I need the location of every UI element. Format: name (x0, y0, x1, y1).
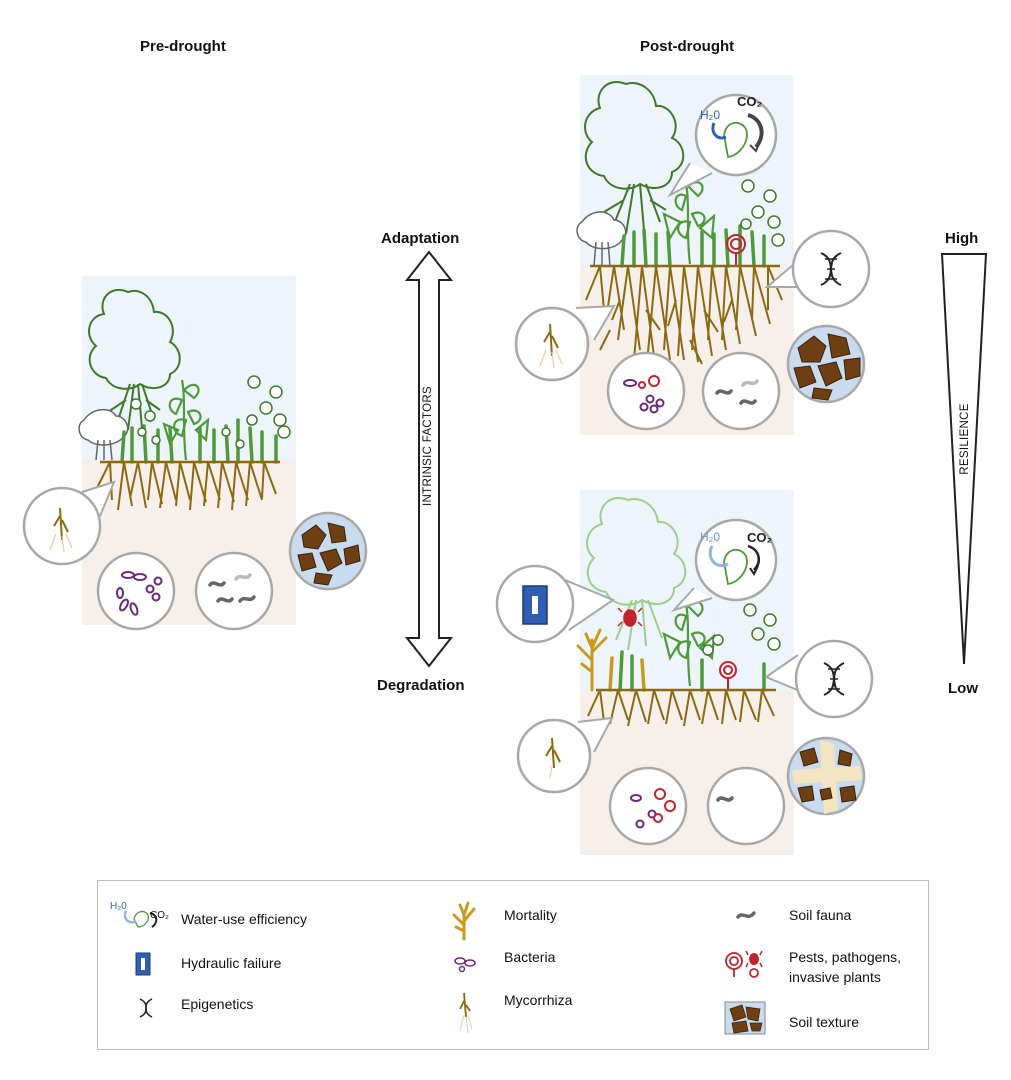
worm-icon (715, 379, 759, 405)
flowers-icon (130, 375, 291, 449)
post-bottom-hydraulic-bubble (495, 564, 616, 644)
legend-label-mycorrhiza: Mycorrhiza (504, 992, 573, 1008)
dead-tree-icon (452, 901, 476, 941)
dna-icon (820, 252, 842, 286)
post-top-dna-bubble (764, 229, 871, 309)
invasive-plant-icon (719, 661, 737, 690)
legend-label-mortality: Mortality (504, 907, 557, 923)
pest-icon (638, 375, 660, 389)
legend-co2-text: CO₂ (150, 910, 169, 921)
post-bottom-wue-bubble (670, 518, 778, 613)
soil-texture-icon (297, 522, 361, 586)
tall-tree-icon (584, 81, 685, 235)
post-bottom-mycorrhiza-bubble (516, 716, 614, 794)
post-bottom-dna-bubble (763, 639, 874, 719)
roots (587, 688, 776, 727)
roots (95, 460, 280, 511)
bacteria-icon (623, 379, 665, 414)
post-top-mycorrhiza-bubble (514, 304, 616, 382)
flowers-icon (740, 179, 785, 247)
legend-label-soil-fauna: Soil fauna (789, 907, 852, 923)
pre-bacteria-bubble (96, 551, 176, 631)
post-drought-heading: Post-drought (640, 38, 735, 55)
mycorrhiza-icon (539, 323, 563, 369)
post-top-soil-fauna-bubble (701, 351, 781, 431)
degradation-label: Degradation (377, 677, 465, 694)
post-bottom-soil-fauna-bubble (706, 766, 786, 846)
pest-icon (725, 950, 763, 978)
flowers-icon (702, 603, 781, 656)
legend-label-epigenetics: Epigenetics (181, 996, 254, 1012)
dead-tree-icon (576, 628, 608, 692)
post-top-wue-bubble (667, 93, 778, 198)
worm-icon (716, 796, 734, 802)
post-bottom-h2o-label: H₂0 (700, 530, 720, 544)
pre-soil-fauna-bubble (194, 551, 274, 631)
leafy-plant-icon (662, 601, 716, 687)
legend-label-bacteria: Bacteria (504, 949, 556, 965)
pest-icon (617, 607, 643, 627)
post-top-h2o-label: H₂0 (700, 108, 720, 122)
post-bottom-soil-texture-bubble (786, 736, 866, 816)
adaptation-label: Adaptation (381, 230, 460, 247)
pest-icon (726, 234, 746, 266)
dry-grass-blades (608, 656, 646, 692)
soil-texture-icon (797, 747, 857, 803)
pest-icon (653, 788, 676, 823)
legend-label-pests: Pests, pathogens, (789, 949, 902, 965)
post-bottom-bacteria-bubble (608, 766, 688, 846)
resilience-wedge (940, 253, 988, 665)
post-top-co2-label: CO₂ (737, 94, 763, 109)
leafy-plant-icon (662, 181, 716, 265)
pre-drought-heading: Pre-drought (140, 38, 226, 55)
water-use-efficiency-icon (123, 910, 158, 928)
roots (585, 264, 783, 365)
legend-label-hydraulic: Hydraulic failure (181, 955, 282, 971)
soil-texture-icon (793, 333, 861, 401)
resilience-low-label: Low (948, 680, 978, 697)
mycorrhiza-icon (49, 507, 73, 553)
legend-box: H₂0 CO₂ Water-use efficiency Hydraulic f… (97, 880, 929, 1050)
pre-soil-texture-bubble (288, 511, 368, 591)
dna-icon (139, 998, 153, 1018)
hydraulic-failure-icon (135, 952, 151, 976)
legend-h2o-text: H₂0 (110, 901, 127, 912)
worm-icon (208, 573, 256, 603)
dna-icon (823, 662, 845, 696)
post-bottom-co2-label: CO₂ (747, 530, 773, 545)
pre-mycorrhiza-bubble (22, 480, 116, 566)
worm-icon (736, 911, 756, 919)
legend-label-water-use: Water-use efficiency (181, 911, 308, 927)
post-top-soil-texture-bubble (786, 324, 866, 404)
bacteria-icon (454, 957, 476, 973)
hydraulic-failure-icon (522, 585, 548, 625)
mycorrhiza-icon (545, 737, 561, 779)
soil-texture-icon (724, 1001, 766, 1035)
post-top-bacteria-bubble (606, 351, 686, 431)
grass-blades (618, 650, 766, 692)
bacteria-icon (116, 571, 163, 616)
resilience-high-label: High (945, 230, 979, 247)
legend-label-soil-texture: Soil texture (789, 1014, 860, 1030)
legend-label-invasive-plants: invasive plants (789, 969, 881, 985)
double-arrow (404, 250, 454, 668)
mycorrhiza-icon (459, 992, 473, 1034)
